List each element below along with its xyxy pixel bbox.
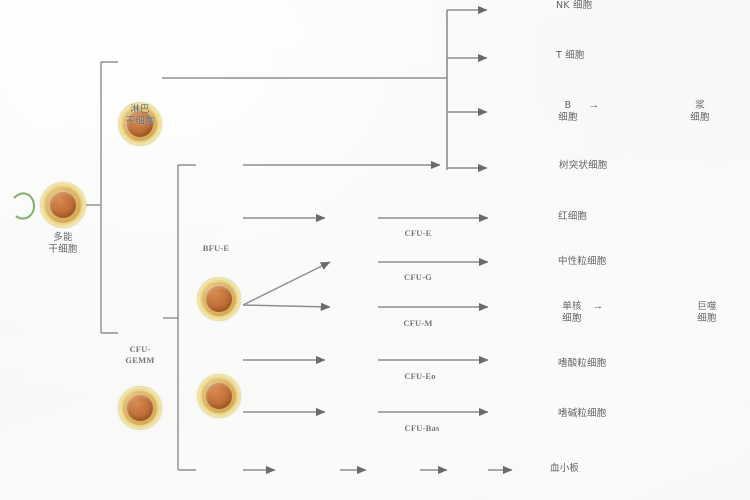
label-cfu-gemm: CFU- GEMM bbox=[125, 344, 155, 365]
label-dendritic-cell: 树突状细胞 bbox=[559, 160, 608, 171]
label-erythrocyte: 红细胞 bbox=[558, 211, 588, 222]
label-bfu-e: BFU-E bbox=[202, 243, 230, 253]
mono-to-macro-arrow: → bbox=[592, 300, 604, 312]
label-neutrophil: 中性粒细胞 bbox=[558, 256, 607, 267]
label-plasma-cell: 浆 细胞 bbox=[690, 100, 710, 123]
label-eosinophil: 嗜酸粒细胞 bbox=[558, 358, 607, 369]
b-to-plasma-arrow: → bbox=[588, 99, 600, 111]
label-multipotent-stem: 多能 干细胞 bbox=[48, 232, 78, 255]
label-b-cell: B 细胞 bbox=[558, 100, 578, 123]
label-cfu-m: CFU-M bbox=[403, 318, 433, 328]
cell-multipotent-stem[interactable] bbox=[40, 182, 86, 228]
label-monocyte: 单核 细胞 bbox=[562, 301, 582, 324]
label-cfu-eo: CFU-Eo bbox=[404, 371, 436, 381]
label-cfu-e: CFU-E bbox=[404, 228, 432, 238]
cell-cfu-gemm[interactable] bbox=[118, 386, 162, 430]
label-lymphoid-stem: 淋巴 干细胞 bbox=[125, 104, 155, 127]
label-t-cell: T 细胞 bbox=[556, 50, 585, 61]
cell-bfu-e[interactable] bbox=[197, 374, 241, 418]
label-cfu-bas: CFU-Bas bbox=[404, 423, 440, 433]
label-nk-cell: NK 细胞 bbox=[556, 0, 593, 11]
cell-myeloid-progenitor-1[interactable] bbox=[197, 277, 241, 321]
cell-lymphoid-stem[interactable] bbox=[118, 102, 162, 146]
label-macrophage: 巨噬 细胞 bbox=[697, 301, 717, 324]
label-platelet: 血小板 bbox=[550, 463, 580, 474]
label-cfu-g: CFU-G bbox=[404, 272, 432, 282]
label-basophil: 嗜碱粒细胞 bbox=[558, 408, 607, 419]
